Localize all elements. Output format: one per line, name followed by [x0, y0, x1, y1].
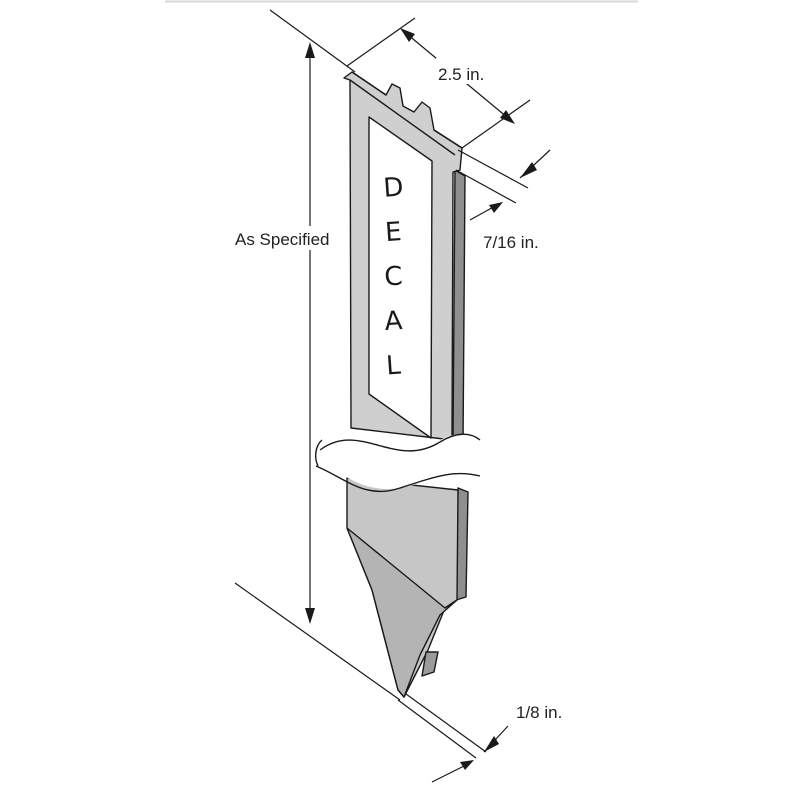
top-notch-detail — [351, 71, 387, 96]
point-center-line — [371, 589, 399, 691]
width-label: 2.5 in. — [438, 65, 484, 84]
decal-letter: A — [384, 306, 404, 337]
depth-extension-bottom — [455, 169, 517, 204]
length-label: As Specified — [235, 230, 330, 249]
width-arrow-left — [400, 28, 415, 42]
decal-letter: E — [384, 217, 402, 248]
length-arrow-bottom — [305, 608, 315, 624]
depth-extension-top — [457, 149, 529, 189]
width-extension-right — [461, 99, 531, 149]
thickness-label: 1/8 in. — [516, 703, 562, 722]
length-extension-bottom — [234, 582, 401, 701]
point-tab — [421, 651, 439, 677]
thickness-arrow-top — [484, 736, 499, 752]
width-label-gap — [436, 58, 492, 84]
length-extension-top — [269, 9, 356, 73]
top-edge-back — [349, 79, 456, 156]
depth-arrow-top — [520, 162, 537, 178]
stake — [343, 71, 469, 698]
length-arrow-top — [305, 42, 315, 58]
break-line-lower — [315, 465, 481, 493]
width-arrow-right — [500, 110, 515, 124]
thickness-dimension — [397, 693, 509, 783]
top-notch-detail-2 — [433, 129, 463, 149]
break-hook-left — [314, 439, 323, 467]
decal-letter: C — [383, 261, 403, 292]
depth-label: 7/16 in. — [483, 233, 539, 252]
thickness-extension-a — [397, 699, 477, 759]
length-dimension — [234, 9, 401, 701]
decal-letter: L — [385, 351, 402, 382]
stake-side-edge-upper — [452, 169, 466, 446]
thickness-arrow-bottom — [460, 760, 474, 770]
decal-letter: D — [382, 172, 404, 203]
break-line-upper — [319, 433, 481, 452]
depth-dimension — [455, 149, 551, 221]
depth-arrow-bottom — [489, 202, 503, 213]
length-label-gap — [300, 226, 320, 250]
break-band — [318, 434, 478, 489]
width-extension-left — [346, 17, 416, 67]
thickness-extension-b — [405, 693, 487, 753]
